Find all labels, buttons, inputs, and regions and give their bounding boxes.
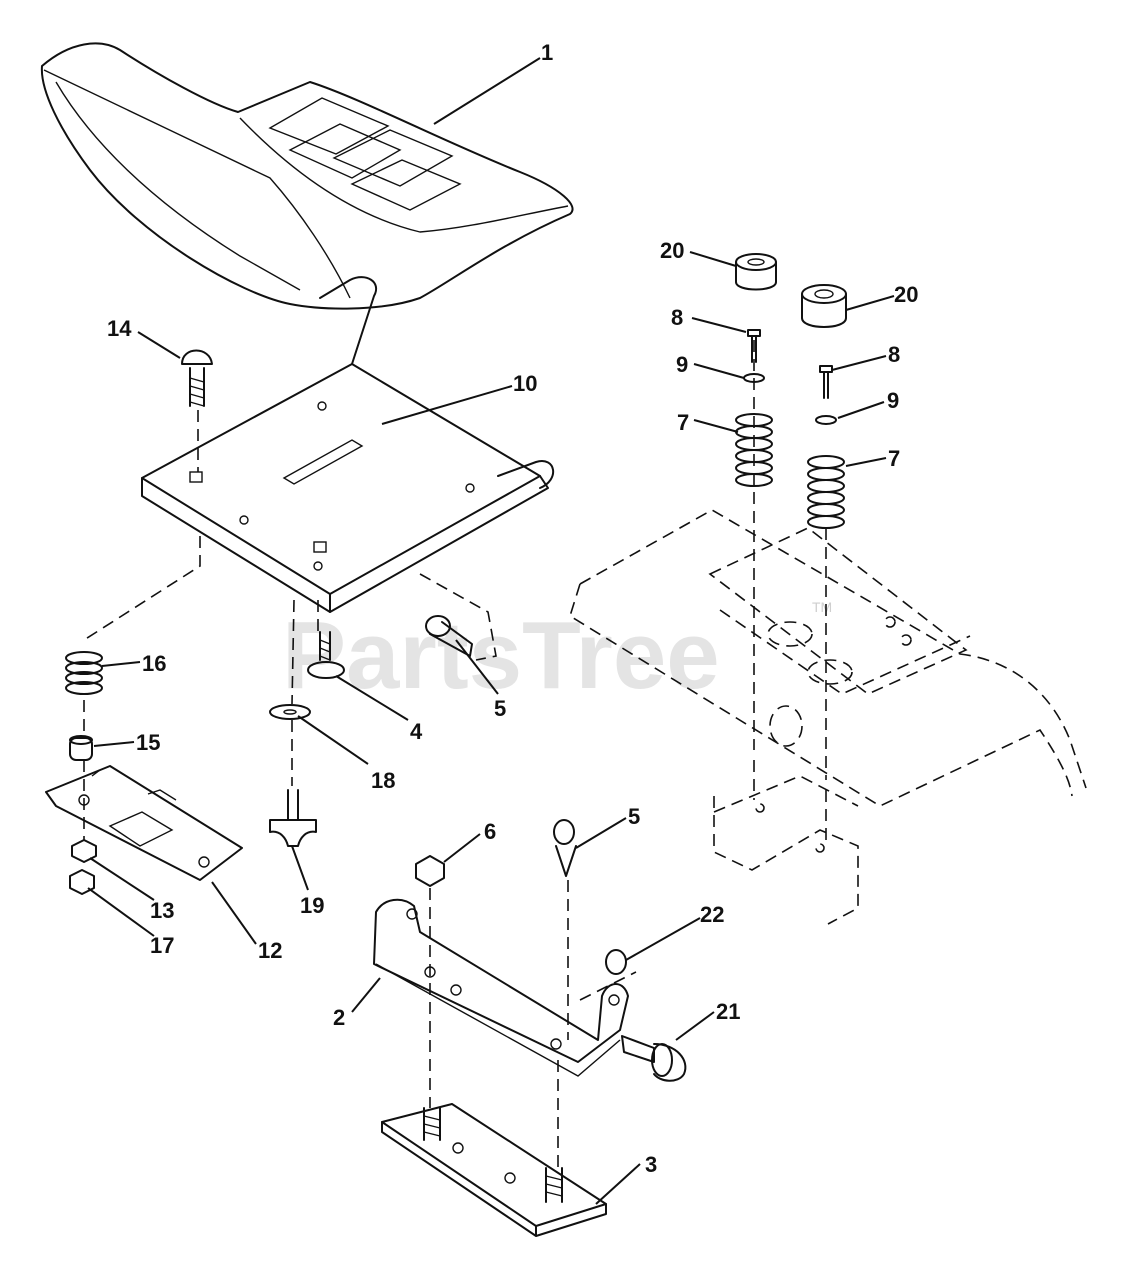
washer-part-22 [605, 949, 627, 975]
callout-8-right: 8 [888, 342, 900, 367]
leader-lines [87, 57, 895, 1205]
callout-8-left: 8 [671, 305, 683, 330]
callout-12: 12 [258, 938, 282, 963]
callout-21: 21 [716, 999, 740, 1024]
callout-labels: 1 2 3 4 5 5 6 7 7 8 8 9 9 10 12 13 14 15… [107, 40, 918, 1177]
callout-6: 6 [484, 819, 496, 844]
washer-part-18 [269, 704, 311, 720]
callout-3: 3 [645, 1152, 657, 1177]
callout-4: 4 [410, 719, 423, 744]
nut-part-6 [415, 855, 445, 887]
spacer-part-20-right [801, 284, 847, 328]
assembly-lines [83, 340, 827, 1168]
callout-19: 19 [300, 893, 324, 918]
screw-part-8-left [747, 329, 761, 363]
spacer-part-20-left [735, 253, 777, 291]
callout-20-left: 20 [660, 238, 684, 263]
callout-5-upper: 5 [494, 696, 506, 721]
carriage-bolt-part-14 [181, 349, 213, 407]
washer-part-9-right [815, 415, 837, 425]
callout-18: 18 [371, 768, 395, 793]
seat-pan-part-10 [141, 276, 555, 613]
spacer-part-15 [69, 735, 93, 761]
callout-20-right: 20 [894, 282, 918, 307]
callout-7-right: 7 [888, 446, 900, 471]
callout-15: 15 [136, 730, 160, 755]
clip-part-5-lower [553, 819, 577, 877]
bracket-part-12 [45, 765, 243, 881]
watermark-trademark: TM [812, 599, 832, 615]
clip-part-5-upper [425, 615, 473, 657]
spring-part-16 [65, 651, 103, 695]
knob-part-19 [269, 789, 317, 847]
spring-part-7-right [807, 455, 845, 529]
callout-9-left: 9 [676, 352, 688, 377]
tractor-frame-reference [569, 509, 1087, 925]
callout-17: 17 [150, 933, 174, 958]
plate-part-3 [381, 1103, 607, 1237]
callout-22: 22 [700, 902, 724, 927]
watermark-text: PartsTree [282, 602, 720, 709]
callout-10: 10 [513, 371, 537, 396]
callout-16: 16 [142, 651, 166, 676]
callout-1: 1 [541, 40, 553, 65]
callout-7-left: 7 [677, 410, 689, 435]
callout-2: 2 [333, 1005, 345, 1030]
callout-13: 13 [150, 898, 174, 923]
bracket-part-2 [373, 898, 629, 1077]
callout-9-right: 9 [887, 388, 899, 413]
nut-part-17 [69, 869, 95, 895]
callout-5-lower: 5 [628, 804, 640, 829]
callout-14: 14 [107, 316, 132, 341]
bolt-part-21 [621, 1035, 687, 1082]
seat-part-1 [40, 42, 574, 310]
bolt-part-4 [307, 631, 345, 679]
screw-part-8-right [819, 365, 833, 399]
